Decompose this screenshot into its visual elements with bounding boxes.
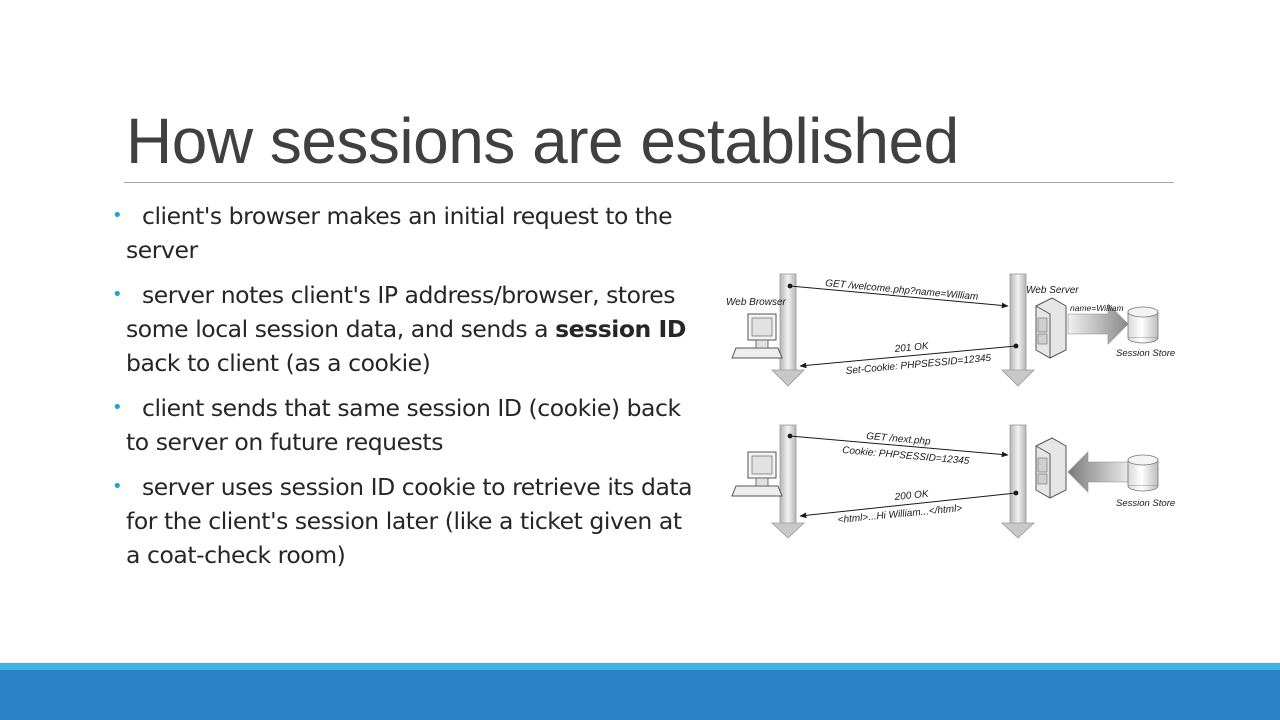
browser-lifeline xyxy=(770,424,806,539)
store-read-arrow xyxy=(1067,451,1129,493)
session-store-label: Session Store xyxy=(1116,498,1175,509)
bullet-item: •server notes client's IP address/browse… xyxy=(112,278,702,380)
exchange-1: Web Browser Web Server name=William Sess… xyxy=(726,273,1175,387)
request-label: GET /welcome.php?name=William xyxy=(825,278,979,303)
bullet-bold-text: session ID xyxy=(555,315,686,343)
store-write-arrow xyxy=(1067,303,1129,345)
response-cookie-label: Set-Cookie: PHPSESSID=12345 xyxy=(845,353,992,377)
server-lifeline xyxy=(1001,273,1035,387)
response-body-label: <html>...Hi William...</html> xyxy=(837,503,963,526)
server-lifeline xyxy=(1000,424,1036,539)
bullet-text: server notes client's IP address/browser… xyxy=(126,281,676,343)
request-arrow xyxy=(789,285,1009,309)
database-icon xyxy=(1127,306,1159,344)
request-cookie-label: Cookie: PHPSESSID=12345 xyxy=(842,445,970,467)
browser-lifeline xyxy=(771,273,805,387)
bullet-dot-icon: • xyxy=(112,397,123,418)
bullet-item: •server uses session ID cookie to retrie… xyxy=(112,470,702,572)
response-arrow xyxy=(799,345,1017,369)
slide-title: How sessions are established xyxy=(126,105,959,177)
response-status-label: 201 OK xyxy=(893,341,930,355)
exchange-2: Session Store GET /next.php Cookie: PHPS… xyxy=(731,424,1175,539)
computer-icon xyxy=(731,313,783,359)
server-icon xyxy=(1035,297,1067,359)
bullet-text: client sends that same session ID (cooki… xyxy=(126,394,681,456)
database-icon xyxy=(1127,454,1159,492)
bullet-text: client's browser makes an initial reques… xyxy=(126,202,673,264)
bullet-text: server uses session ID cookie to retriev… xyxy=(126,473,693,569)
footer-band-dark xyxy=(0,670,1280,720)
bullet-item: •client sends that same session ID (cook… xyxy=(112,391,702,459)
bullet-list: •client's browser makes an initial reque… xyxy=(112,199,702,583)
session-store-label: Session Store xyxy=(1116,348,1175,359)
server-icon xyxy=(1035,437,1067,499)
web-server-label: Web Server xyxy=(1026,285,1079,296)
bullet-dot-icon: • xyxy=(112,205,123,226)
request-arrow xyxy=(789,435,1009,458)
bullet-text-tail: back to client (as a cookie) xyxy=(126,349,431,377)
bullet-item: •client's browser makes an initial reque… xyxy=(112,199,702,267)
computer-icon xyxy=(731,451,783,497)
footer-band-light xyxy=(0,663,1280,670)
web-browser-label: Web Browser xyxy=(726,297,787,308)
response-arrow xyxy=(799,492,1017,519)
response-status-label: 200 OK xyxy=(893,489,930,503)
session-diagram: Web Browser Web Server name=William Sess… xyxy=(726,273,1175,539)
bullet-dot-icon: • xyxy=(112,284,123,305)
title-divider xyxy=(124,182,1174,183)
bullet-dot-icon: • xyxy=(112,476,123,497)
store-arrow-label: name=William xyxy=(1070,303,1124,313)
